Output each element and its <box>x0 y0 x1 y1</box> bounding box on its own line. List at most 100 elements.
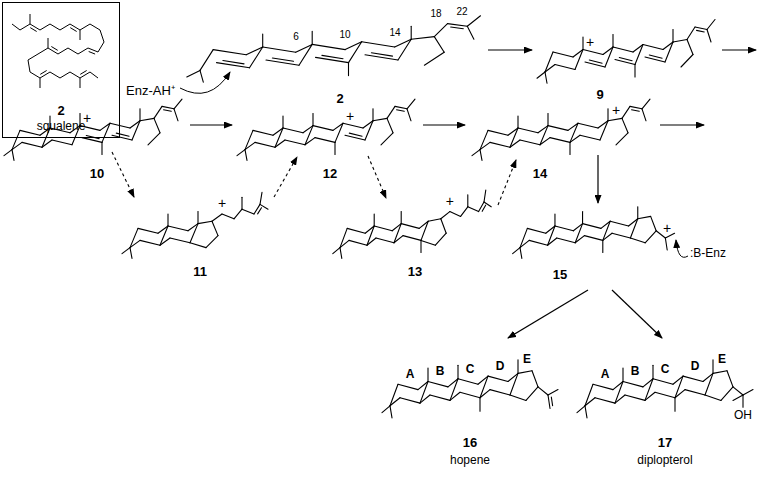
reaction-arrow <box>660 124 704 125</box>
bond-line <box>520 248 522 259</box>
dashed-arrow <box>368 156 386 198</box>
bond-line <box>333 248 340 254</box>
reaction-arrow <box>722 49 756 50</box>
bond-line <box>488 376 508 381</box>
bond-line <box>12 142 22 149</box>
bond-line <box>367 238 376 245</box>
bond-line <box>555 65 575 70</box>
bond-line <box>148 133 160 145</box>
bond-line <box>600 121 608 140</box>
bond-line <box>510 140 520 147</box>
bond-line <box>198 221 212 223</box>
bond-line <box>245 142 255 149</box>
bond-line <box>242 209 254 214</box>
bond-line <box>170 238 190 243</box>
bond-line <box>197 212 198 224</box>
bond-line <box>101 142 102 154</box>
compound-number: 13 <box>408 265 422 280</box>
bond-line <box>467 16 480 26</box>
molecule-structure <box>333 190 491 258</box>
bond-line <box>630 219 637 238</box>
charge-sign: + <box>663 220 671 236</box>
bond-line <box>347 228 365 233</box>
bond-line <box>619 57 632 60</box>
carbon-number: 22 <box>456 6 467 18</box>
bond-line <box>480 390 490 398</box>
bond-line <box>685 390 705 395</box>
bond-line <box>421 240 435 245</box>
bond-line <box>387 106 395 118</box>
bond-line <box>580 135 600 140</box>
bond-line <box>222 214 234 219</box>
bond-line <box>401 212 402 224</box>
dashed-arrow <box>498 160 516 205</box>
bond-line <box>479 398 480 412</box>
bond-line <box>187 70 200 77</box>
bond-line <box>457 365 458 379</box>
bond-line <box>116 133 129 136</box>
bond-line <box>403 236 421 241</box>
bond-line <box>589 60 602 63</box>
squalene-structure <box>12 14 104 88</box>
bond-line <box>427 368 428 382</box>
ring-letter: D <box>691 360 700 374</box>
carbon-number: 6 <box>293 31 299 43</box>
bond-line <box>585 398 595 406</box>
bond-line <box>398 384 418 389</box>
bond-line <box>467 26 474 39</box>
bond-line <box>548 395 550 409</box>
bond-line <box>583 50 603 55</box>
bond-line <box>551 397 552 406</box>
bond-line <box>401 224 419 229</box>
bond-line <box>428 382 448 387</box>
compound-number: 2 <box>336 92 343 107</box>
bond-line <box>603 233 612 240</box>
bond-line <box>655 392 675 397</box>
bond-line <box>484 190 486 202</box>
bond-line <box>665 42 673 62</box>
reaction-arrow <box>190 124 232 125</box>
bond-line <box>435 233 446 245</box>
bond-line <box>622 118 628 132</box>
bond-line <box>387 118 393 132</box>
bond-line <box>652 365 653 379</box>
bond-line <box>262 34 263 47</box>
bond-line <box>305 138 315 145</box>
bond-line <box>712 360 713 374</box>
bond-line <box>610 221 628 226</box>
bond-line <box>630 106 642 108</box>
charge-sign: + <box>218 195 226 211</box>
charge-sign: + <box>446 193 454 209</box>
bond-line <box>675 390 685 398</box>
bond-line <box>713 371 727 374</box>
bond-line <box>642 99 650 109</box>
bond-line <box>376 238 394 243</box>
bond-line <box>381 133 393 145</box>
bond-line <box>30 14 31 24</box>
bond-line <box>80 30 81 40</box>
bond-line <box>557 238 575 243</box>
bond-line <box>40 71 46 75</box>
bond-line <box>643 45 663 50</box>
compound-number: 16 <box>463 436 477 451</box>
bond-line <box>605 47 613 67</box>
bond-line <box>272 58 293 61</box>
bond-line <box>742 395 743 407</box>
bond-line <box>575 236 584 243</box>
bond-line <box>212 221 218 235</box>
bond-line <box>313 126 333 131</box>
bond-line <box>570 135 580 142</box>
molecule-structure <box>513 207 675 259</box>
bond-line <box>263 47 296 52</box>
bond-line <box>315 138 335 143</box>
bond-line <box>110 123 130 128</box>
bond-line <box>582 37 583 50</box>
bond-line <box>602 240 603 252</box>
bond-line <box>520 140 540 145</box>
bond-line <box>282 116 283 128</box>
curved-arrow <box>676 240 688 257</box>
bond-line <box>651 216 657 230</box>
bond-line <box>316 57 349 62</box>
curved-arrow <box>180 72 230 93</box>
bond-line <box>90 72 98 78</box>
